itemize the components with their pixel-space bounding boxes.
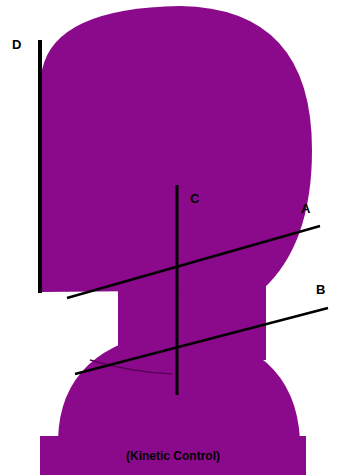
line-letter: A [301,202,310,215]
line-a [67,226,320,298]
line-d [38,40,42,293]
line-letter: B [316,283,325,296]
line-c [176,185,179,395]
caption-text: (Kinetic Control) [126,449,220,463]
line-b [75,308,328,374]
base-band: (Kinetic Control) [40,436,306,475]
line-letter: C [190,192,199,205]
line-letter: D [12,38,21,51]
